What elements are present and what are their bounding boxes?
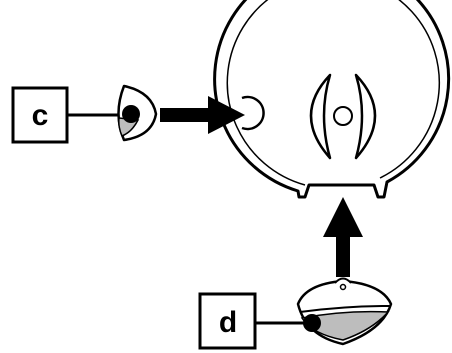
center-left-lens [309, 73, 332, 160]
label-box-c: c [11, 86, 69, 144]
center-right-lens [354, 73, 377, 160]
center-hole [333, 106, 353, 126]
arrow-up-shaft [336, 235, 350, 277]
part-d-wedge [296, 277, 393, 346]
label-c: c [32, 99, 49, 132]
label-d: d [219, 306, 237, 339]
arrow-up [323, 197, 363, 277]
round-housing [213, 0, 451, 199]
part-d-top-tab [334, 277, 352, 284]
arrow-up-head [323, 197, 363, 237]
label-box-d: d [198, 292, 257, 350]
part-d-tab-hole [339, 283, 347, 291]
part-d-shade [300, 310, 390, 341]
housing-inner-rim [226, 0, 441, 186]
side-socket [241, 95, 265, 131]
part-c-pin [122, 105, 140, 123]
arrow-right-shaft [160, 108, 210, 122]
label-box-d-frame [198, 292, 257, 350]
part-d-ridge [299, 305, 391, 313]
part-c-plug [117, 84, 158, 142]
arrow-right-head [208, 96, 245, 134]
arrow-right [160, 96, 245, 134]
housing-outline [213, 0, 451, 199]
part-d-pin [303, 314, 321, 332]
